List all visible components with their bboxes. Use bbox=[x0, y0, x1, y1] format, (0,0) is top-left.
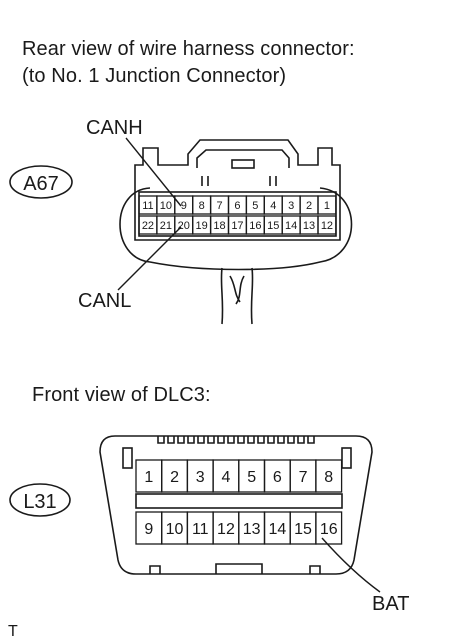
dlc3-bottom-key bbox=[149, 563, 321, 574]
dlc3-pin-cell-16 bbox=[315, 511, 343, 545]
a67-pin-number-4: 4 bbox=[270, 200, 276, 212]
dlc3-pin-number-6: 6 bbox=[273, 469, 282, 486]
dlc3-pin-number-7: 7 bbox=[299, 469, 308, 486]
l31-badge-text: L31 bbox=[23, 491, 56, 513]
dlc3-pin-number-8: 8 bbox=[324, 469, 333, 486]
a67-pin-number-14: 14 bbox=[285, 220, 297, 232]
dlc3-pin-number-12: 12 bbox=[217, 521, 235, 538]
dlc3-pin-number-5: 5 bbox=[247, 469, 256, 486]
dlc3-connector bbox=[99, 435, 373, 575]
dlc3-pin-number-14: 14 bbox=[268, 521, 286, 538]
bat-label: BAT bbox=[372, 593, 409, 615]
canh-label: CANH bbox=[86, 117, 143, 139]
a67-pin-number-10: 10 bbox=[160, 200, 172, 212]
dlc3-pin-number-3: 3 bbox=[196, 469, 205, 486]
dlc3-pin-number-4: 4 bbox=[221, 469, 230, 486]
a67-pin-number-13: 13 bbox=[303, 220, 315, 232]
bat-leader-line bbox=[321, 537, 381, 593]
front-view-caption: Front view of DLC3: bbox=[32, 384, 211, 406]
a67-housing bbox=[134, 139, 341, 241]
a67-badge: A67 bbox=[9, 165, 73, 199]
footer-mark: T bbox=[8, 623, 18, 640]
dlc3-pin-number-15: 15 bbox=[294, 521, 312, 538]
junction-connector-caption: (to No. 1 Junction Connector) bbox=[22, 65, 287, 87]
a67-pin-number-5: 5 bbox=[252, 200, 258, 212]
dlc3-pin-number-1: 1 bbox=[144, 469, 153, 486]
a67-latch-tab bbox=[231, 159, 255, 169]
dlc3-pin-number-16: 16 bbox=[320, 521, 338, 538]
a67-latch-ribs bbox=[201, 176, 277, 186]
a67-connector bbox=[119, 139, 353, 325]
dlc3-housing bbox=[99, 435, 373, 575]
a67-wire-bundle bbox=[119, 187, 353, 271]
a67-pin-number-16: 16 bbox=[249, 220, 261, 232]
a67-pin-number-6: 6 bbox=[234, 200, 240, 212]
a67-badge-outline bbox=[9, 165, 73, 199]
a67-pin-cell-12 bbox=[317, 215, 337, 235]
a67-pin-number-3: 3 bbox=[288, 200, 294, 212]
a67-pin-number-18: 18 bbox=[213, 220, 225, 232]
dlc3-top-keys bbox=[157, 436, 315, 444]
a67-pin-number-19: 19 bbox=[196, 220, 208, 232]
dlc3-pin-number-2: 2 bbox=[170, 469, 179, 486]
a67-pin-number-11: 11 bbox=[142, 200, 153, 212]
dlc3-pin-cell-8 bbox=[315, 459, 343, 493]
a67-pin-number-8: 8 bbox=[199, 200, 205, 212]
a67-badge-text: A67 bbox=[23, 173, 59, 195]
canh-leader-line bbox=[125, 137, 182, 207]
l31-badge-outline bbox=[9, 483, 71, 517]
dlc3-divider bbox=[135, 493, 343, 509]
a67-pin-number-2: 2 bbox=[306, 200, 312, 212]
a67-pin-number-22: 22 bbox=[142, 220, 154, 232]
canl-leader-line bbox=[117, 226, 182, 291]
dlc3-pin-number-9: 9 bbox=[144, 521, 153, 538]
a67-pin-number-12: 12 bbox=[321, 220, 333, 232]
a67-pin-number-21: 21 bbox=[160, 220, 172, 232]
a67-pin-cell-1 bbox=[317, 195, 337, 215]
l31-badge: L31 bbox=[9, 483, 71, 517]
a67-pin-number-1: 1 bbox=[324, 200, 330, 212]
a67-pin-row-lower: 22 21 20 19 18 17 16 15 14 13 12 bbox=[138, 215, 337, 235]
a67-pin-number-9: 9 bbox=[181, 200, 187, 212]
dlc3-pin-number-10: 10 bbox=[166, 521, 184, 538]
a67-wire-tail bbox=[220, 267, 254, 325]
a67-pin-number-15: 15 bbox=[267, 220, 279, 232]
canl-label: CANL bbox=[78, 290, 131, 312]
rear-view-caption: Rear view of wire harness connector: bbox=[22, 38, 355, 60]
dlc3-pin-number-13: 13 bbox=[243, 521, 261, 538]
dlc3-guide-left bbox=[122, 447, 133, 469]
a67-pin-number-20: 20 bbox=[178, 220, 190, 232]
dlc3-pin-number-11: 11 bbox=[192, 521, 209, 538]
dlc3-guide-right bbox=[341, 447, 352, 469]
a67-pin-number-17: 17 bbox=[231, 220, 243, 232]
dlc3-pin-row-lower: 9 10 11 12 13 14 15 16 bbox=[135, 511, 343, 545]
a67-pin-number-7: 7 bbox=[216, 200, 222, 212]
a67-latch bbox=[196, 149, 290, 168]
